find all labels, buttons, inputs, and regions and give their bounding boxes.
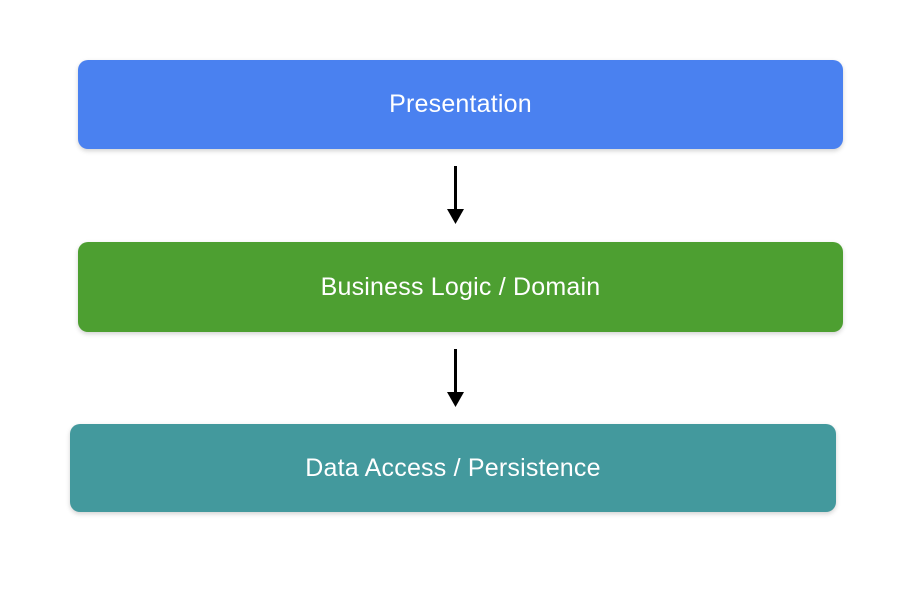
layer-box-business-logic: Business Logic / Domain <box>78 242 843 332</box>
down-arrow-icon <box>447 166 464 224</box>
layer-box-data-access: Data Access / Persistence <box>70 424 836 512</box>
down-arrow-icon <box>447 349 464 407</box>
layer-label-business-logic: Business Logic / Domain <box>320 272 601 301</box>
arrow-head <box>447 392 464 407</box>
layer-label-presentation: Presentation <box>389 90 532 118</box>
arrow-head <box>447 209 464 224</box>
layer-label-data-access: Data Access / Persistence <box>305 453 601 482</box>
arrow-shaft <box>454 166 457 211</box>
arrow-shaft <box>454 349 457 394</box>
layer-box-presentation: Presentation <box>78 60 843 149</box>
